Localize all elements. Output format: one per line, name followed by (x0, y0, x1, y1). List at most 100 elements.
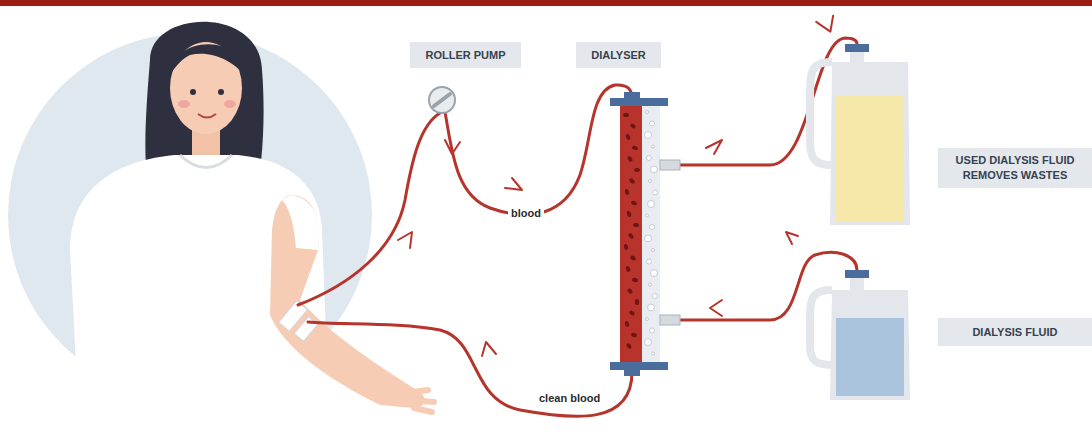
blood-cell (625, 265, 631, 272)
top-bar (0, 0, 1092, 6)
bubble (647, 259, 652, 264)
jug-neck (850, 52, 864, 62)
label-box: DIALYSIS FLUID (938, 318, 1092, 346)
flow-arrow (710, 300, 722, 316)
bubble (648, 201, 655, 208)
jug (830, 62, 910, 225)
blood-cell (624, 244, 629, 250)
jug (830, 290, 910, 400)
mouth (198, 114, 216, 118)
blood-cell (624, 189, 629, 196)
blood-cell (629, 255, 636, 262)
bubble (651, 166, 658, 173)
blood-cell (632, 277, 639, 282)
bubble (650, 121, 655, 126)
dialyser-cap (610, 362, 668, 370)
sleeve (282, 195, 319, 250)
bubble (649, 283, 652, 286)
blood-cell (627, 155, 634, 162)
blood-cell (626, 210, 632, 217)
blood-cell (628, 310, 635, 317)
label-box: ROLLER PUMP (410, 42, 521, 68)
roller-pump (429, 87, 455, 113)
tape (294, 317, 317, 342)
label-box: DIALYSER (576, 42, 661, 68)
jug-cap (845, 270, 869, 278)
blood-cell (633, 223, 640, 228)
blood-cell (630, 332, 637, 338)
flow-arrow (505, 178, 522, 190)
blood-cell (628, 178, 635, 185)
fresh-fluid (836, 318, 904, 396)
jug-neck (850, 278, 864, 290)
dialyser-cap (624, 92, 640, 99)
eye (218, 89, 224, 95)
dialyser-port (660, 315, 680, 325)
flow-arrow (398, 232, 412, 248)
bubble (646, 318, 649, 321)
hair-fringe (168, 44, 248, 80)
blood-cell (627, 232, 634, 239)
bubble (648, 304, 655, 311)
tube-label: clean blood (536, 392, 603, 404)
tube-label: blood (508, 207, 544, 219)
bubble (646, 111, 649, 114)
flow-arrow (445, 140, 460, 154)
bubble (645, 339, 652, 346)
arm (270, 195, 425, 408)
jug-cap (845, 44, 869, 52)
dialyser-cap (624, 369, 640, 376)
flow-arrow (816, 16, 838, 35)
dialyser-fluid-side (642, 106, 660, 362)
tube-to-pump (298, 113, 440, 305)
eye (190, 89, 196, 95)
bubble (645, 235, 652, 242)
label-text: USED DIALYSIS FLUID REMOVES WASTES (944, 153, 1086, 183)
bubble (652, 145, 655, 148)
bubble (645, 132, 652, 139)
tube-blood (445, 85, 632, 215)
bubble (650, 225, 655, 230)
fingers (406, 390, 434, 412)
jug-handle (810, 62, 832, 165)
tube-clean-blood (308, 322, 632, 416)
flow-arrow (786, 232, 798, 244)
used-fluid (836, 95, 904, 221)
bubble (652, 352, 655, 355)
blood-cell (626, 342, 633, 349)
blood-cell (625, 134, 630, 141)
label-text: DIALYSIS FLUID (972, 325, 1057, 340)
blood-cells (623, 113, 640, 350)
flow-arrow (706, 140, 722, 154)
cheek (178, 100, 190, 108)
blood-cell (624, 321, 630, 328)
bubble (646, 214, 649, 217)
label-box: USED DIALYSIS FLUID REMOVES WASTES (938, 148, 1092, 188)
blood-cell (631, 145, 638, 151)
dialyser-cap (610, 98, 668, 106)
bubble (653, 294, 658, 299)
dialyser-blood-side (620, 106, 642, 362)
cheek (224, 100, 236, 108)
blood-cell (635, 299, 639, 305)
tube-used-fluid (680, 38, 857, 165)
fluid-bubbles (645, 111, 658, 356)
bubble (649, 180, 652, 183)
blood-cell (634, 168, 640, 173)
blood-cell (627, 287, 634, 294)
bubble (653, 190, 658, 195)
blood-cell (630, 200, 637, 206)
bubble (647, 156, 652, 161)
bubble (651, 270, 658, 277)
bubble (650, 328, 655, 333)
bubble (652, 249, 655, 252)
dialyser-port (660, 160, 680, 170)
label-text: DIALYSER (591, 48, 646, 63)
blood-cell (629, 123, 636, 130)
collar (180, 155, 232, 168)
jug-handle (810, 290, 832, 365)
label-text: ROLLER PUMP (425, 48, 505, 63)
flow-arrow (482, 342, 496, 356)
